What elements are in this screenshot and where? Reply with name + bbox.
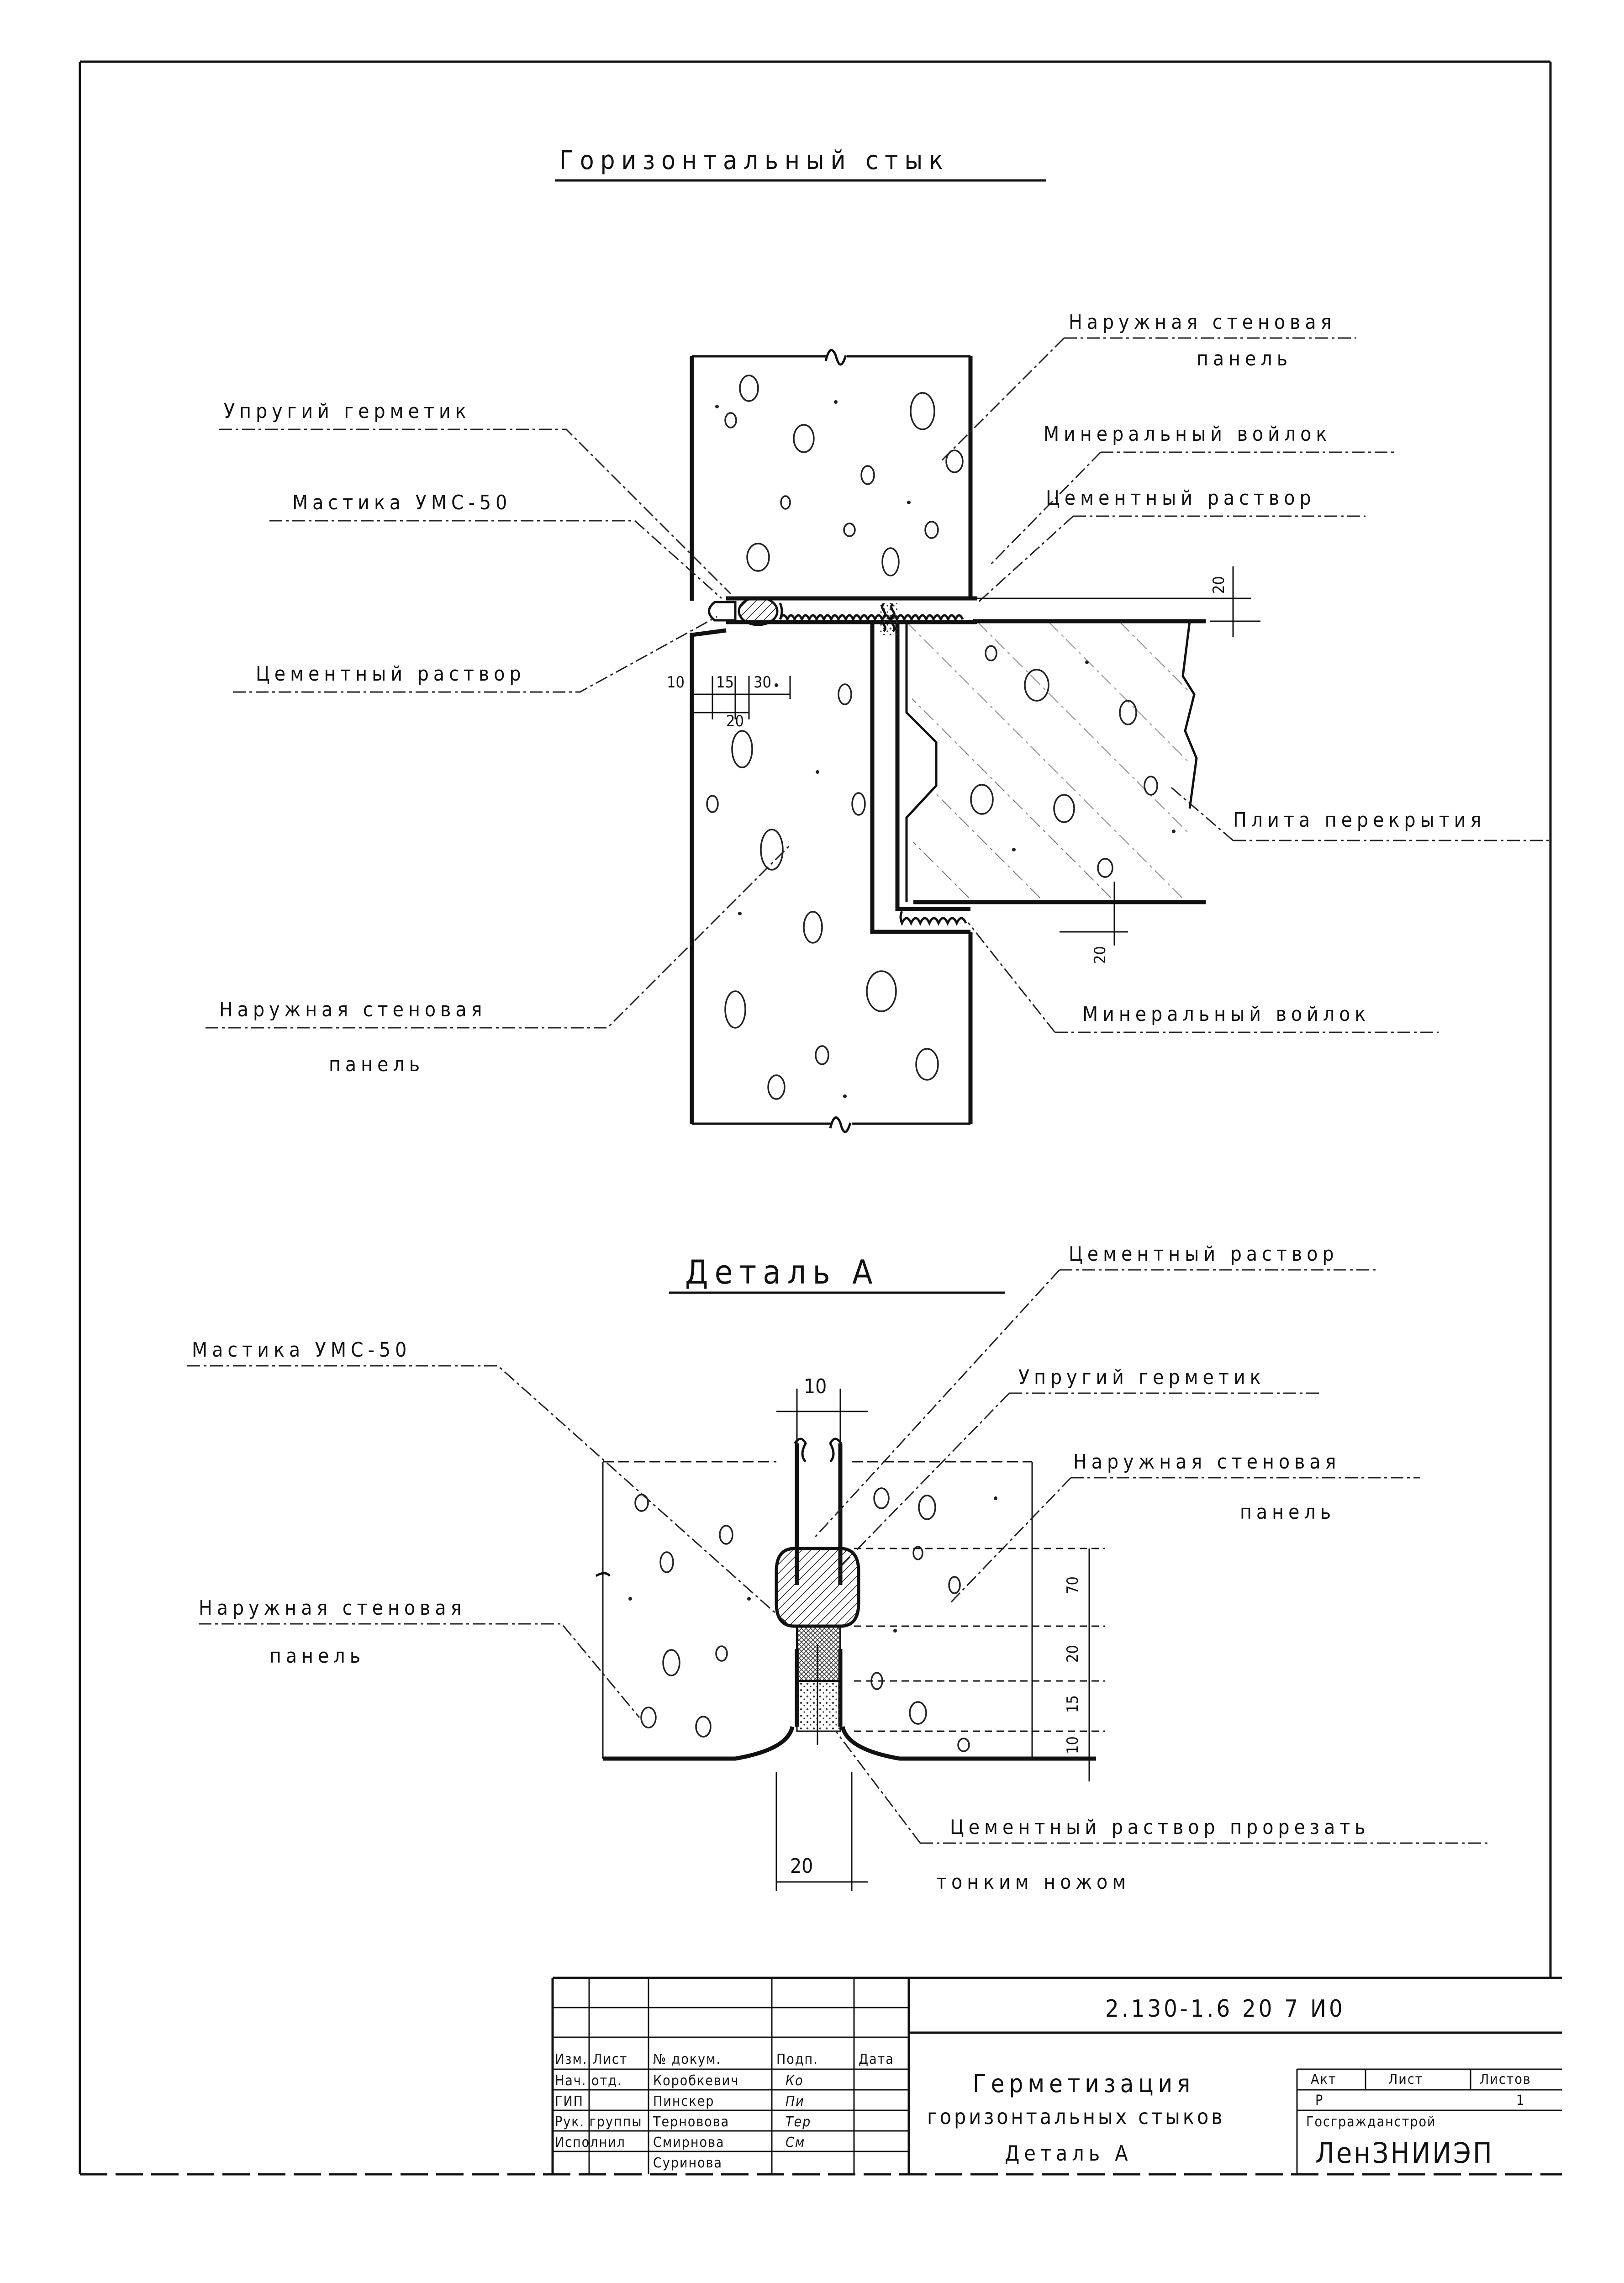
role-1: ГИП [555, 2093, 584, 2109]
main-view-title: Горизонтальный стык [559, 146, 949, 175]
label-outer-panel-top-2: панель [1197, 347, 1292, 370]
label-detail-mastic: Мастика УМС-50 [192, 1338, 411, 1362]
header-sign: Подп. [776, 2051, 818, 2067]
dim-v10: 10 [1064, 1736, 1082, 1754]
detail-leaders [187, 1269, 1489, 1844]
detail-labels: Цементный раствор Мастика УМС-50 Упругий… [192, 1242, 1370, 1894]
sheets-header: Листов [1480, 2072, 1531, 2087]
dim-v70: 70 [1064, 1576, 1082, 1594]
sign-2: Тер [786, 2114, 811, 2130]
org-name: ЛенЗНИИЭП [1315, 2136, 1494, 2170]
detail-dimensions: 10 70 20 15 10 20 [775, 1375, 1105, 1891]
dim-30: 30 [754, 673, 771, 692]
header-change: Изм. [555, 2051, 587, 2067]
detail-texture [628, 1487, 997, 1752]
org-small: Госгражданстрой [1306, 2114, 1436, 2130]
label-detail-outer-panel-right-1: Наружная стеновая [1073, 1450, 1340, 1474]
detail-view: Деталь А [187, 1242, 1489, 1894]
sheet-header: Лист [1388, 2072, 1423, 2087]
header-doc-no: № докум. [653, 2051, 721, 2067]
signature-rows: Нач. отд. Коробкевич Ко ГИП Пинскер Пи Р… [555, 2073, 811, 2171]
sheet-value: 1 [1516, 2093, 1525, 2109]
label-cement-mortar-left: Цементный раствор [256, 662, 526, 686]
label-cement-mortar-top: Цементный раствор [1046, 486, 1316, 510]
label-outer-panel-top-1: Наружная стеновая [1069, 311, 1336, 334]
label-outer-panel-bottom-2: панель [329, 1053, 424, 1076]
label-detail-cut-note-1: Цементный раствор прорезать [950, 1816, 1370, 1839]
name-1: Пинскер [653, 2093, 714, 2109]
lower-wall-panel [690, 614, 973, 1133]
label-elastic-sealant: Упругий герметик [224, 400, 471, 423]
role-3: Исполнил [555, 2135, 626, 2151]
dim-20-top: 20 [1210, 576, 1228, 594]
label-detail-outer-panel-right-2: панель [1240, 1501, 1335, 1524]
dim-detail-top-10: 10 [804, 1375, 827, 1398]
stage-header: Акт [1311, 2072, 1336, 2087]
name-3: Смирнова [653, 2135, 725, 2151]
dim-20: 20 [726, 712, 744, 730]
upper-wall-panel [690, 349, 973, 601]
detail-view-title: Деталь А [685, 1253, 879, 1291]
role-2: Рук. группы [555, 2114, 643, 2130]
label-mineral-felt-bottom: Минеральный войлок [1082, 1003, 1370, 1026]
dim-15: 15 [716, 673, 734, 692]
header-sheet-no: Лист [593, 2051, 627, 2067]
name-4: Суринова [653, 2155, 722, 2171]
label-floor-slab: Плита перекрытия [1233, 809, 1486, 832]
role-0: Нач. отд. [555, 2073, 622, 2089]
title-block: 2.130-1.6 20 7 И0 Изм. Лист № докум. Под… [551, 1976, 1562, 2174]
dim-detail-bottom-20: 20 [790, 1855, 813, 1878]
name-0: Коробкевич [653, 2073, 739, 2089]
drawing-title-3: Деталь А [1005, 2141, 1133, 2166]
sign-1: Пи [786, 2093, 805, 2109]
dim-10: 10 [667, 673, 685, 692]
label-outer-panel-bottom-1: Наружная стеновая [219, 998, 486, 1021]
dim-v15: 15 [1064, 1695, 1082, 1713]
drawing-title-1: Герметизация [973, 2069, 1195, 2098]
label-detail-cement-mortar: Цементный раствор [1069, 1242, 1339, 1266]
detail-joint [775, 1437, 860, 1745]
main-leaders [206, 337, 1553, 1033]
floor-slab [905, 619, 1206, 904]
label-detail-cut-note-2: тонким ножом [936, 1871, 1130, 1894]
concrete-texture [706, 375, 1176, 1100]
label-mineral-felt-top: Минеральный войлок [1044, 423, 1331, 446]
stage-value: Р [1315, 2093, 1323, 2109]
main-dimensions: 10 15 30 20 20 20 [667, 566, 1260, 964]
label-detail-outer-panel-left-1: Наружная стеновая [199, 1596, 466, 1620]
dim-v20: 20 [1064, 1645, 1082, 1663]
label-detail-outer-panel-left-2: панель [269, 1644, 365, 1668]
name-2: Терновова [653, 2114, 729, 2130]
header-date: Дата [859, 2051, 894, 2067]
sign-3: См [786, 2135, 805, 2151]
label-mastic: Мастика УМС-50 [292, 491, 511, 514]
dim-20-bottom: 20 [1091, 946, 1109, 964]
main-labels: Наружная стеновая панель Упругий гермети… [219, 311, 1486, 1076]
label-detail-elastic-sealant: Упругий герметик [1018, 1366, 1265, 1389]
drawing-title-2: горизонтальных стыков [927, 2104, 1225, 2129]
joint-materials [708, 596, 977, 926]
main-view: Горизонтальный стык [206, 146, 1553, 1133]
sign-0: Ко [786, 2073, 804, 2089]
title-block-code: 2.130-1.6 20 7 И0 [1105, 1995, 1345, 2023]
detail-panels [595, 1461, 1096, 1761]
sheet-frame [79, 60, 1562, 2176]
